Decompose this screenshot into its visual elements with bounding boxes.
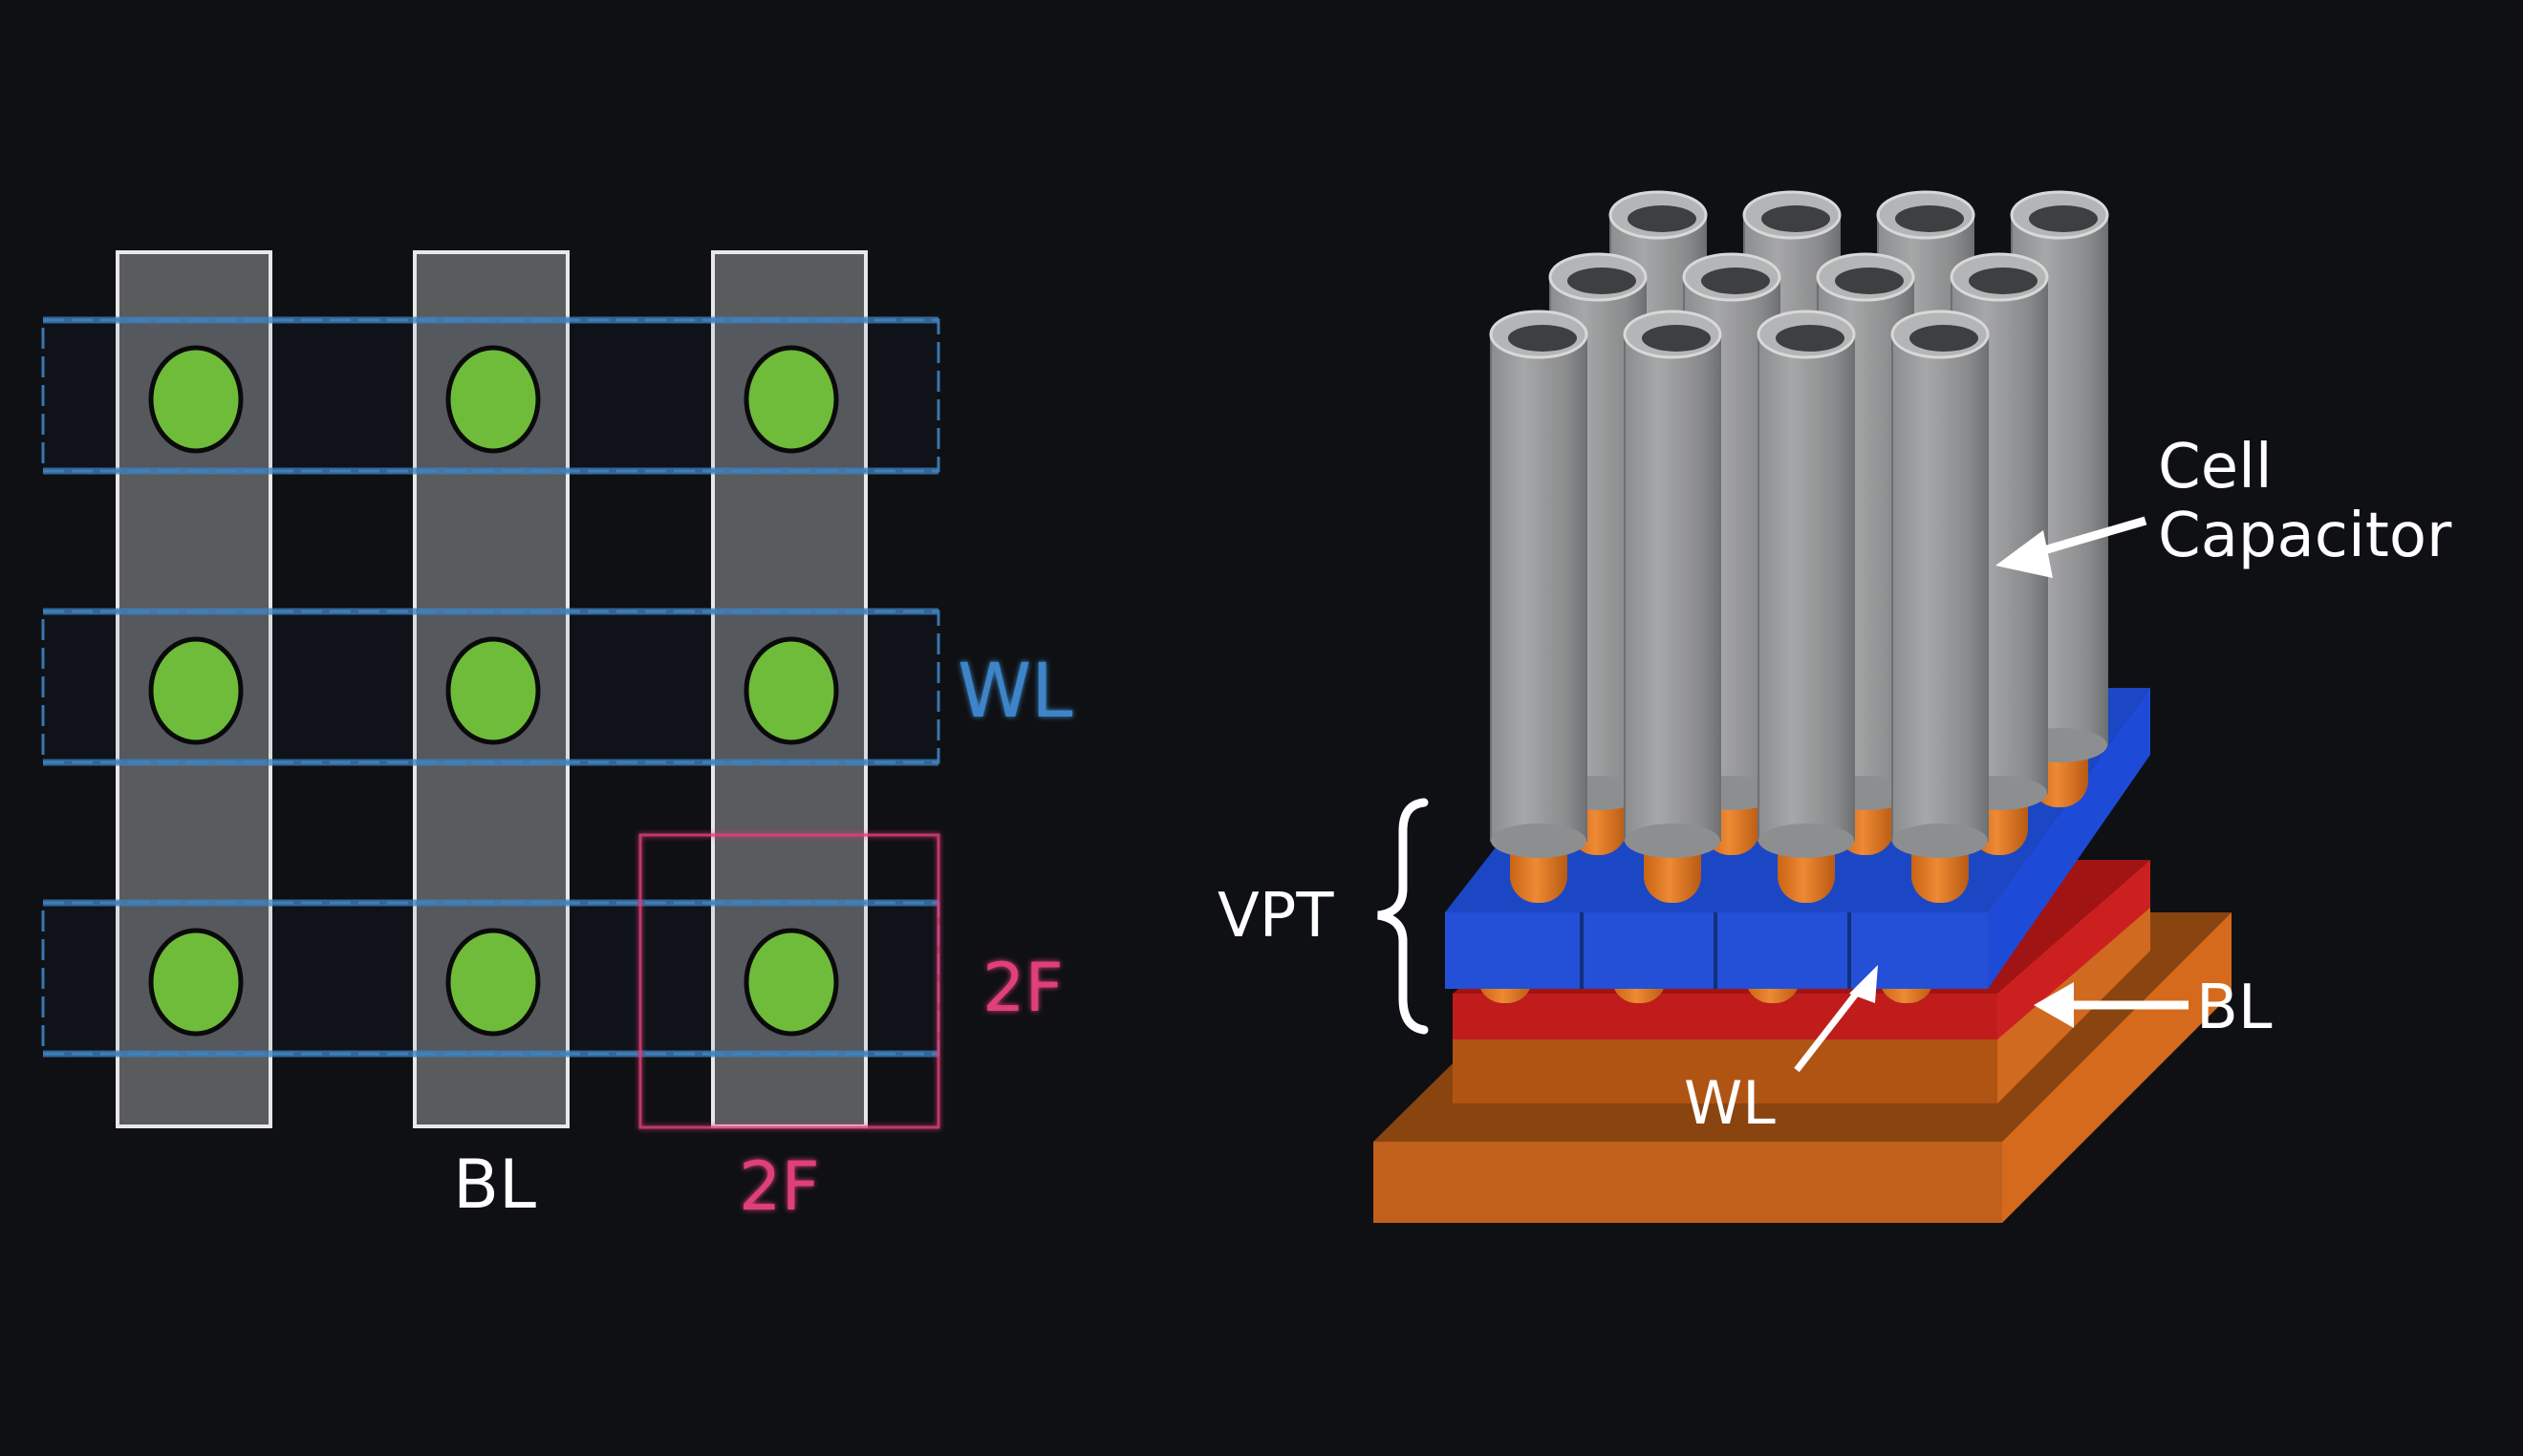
bitline-3d-label: BL	[2196, 973, 2273, 1043]
cell-dot	[744, 636, 839, 745]
cell-capacitor-label-line1: Cell	[2158, 432, 2273, 503]
perspective-view: Cell Capacitor VPT WL BL	[1218, 190, 2452, 1223]
cell-capacitor-arrow	[1995, 516, 2147, 578]
cell-dot	[148, 636, 244, 745]
bitline-3d-arrow	[2034, 982, 2189, 1028]
cell-dot	[148, 345, 244, 454]
cell-dot	[148, 928, 244, 1037]
dimension-label-horizontal: 2F	[739, 1147, 820, 1226]
cell-dot	[445, 928, 541, 1037]
cell-dot	[744, 345, 839, 454]
cell-area-box	[638, 833, 940, 1129]
cell-dot	[445, 636, 541, 745]
dimension-box-2f	[638, 833, 940, 1129]
plan-view: WL BL 2F 2F	[41, 250, 1073, 1226]
cell-capacitor	[1489, 310, 1588, 903]
cell-dot	[744, 928, 839, 1037]
wordline-3d-label: WL	[1684, 1068, 1776, 1138]
cell-capacitor	[1623, 310, 1722, 903]
cell-capacitor	[1890, 310, 1990, 903]
cell-capacitor-label-line2: Capacitor	[2158, 501, 2452, 571]
cell-dot	[445, 345, 541, 454]
dimension-label-vertical: 2F	[982, 949, 1064, 1027]
bitline-label: BL	[453, 1146, 536, 1224]
vpt-brace-icon	[1377, 798, 1429, 1035]
cell-dots	[148, 345, 839, 1037]
cell-capacitors	[1489, 190, 2109, 903]
vpt-label: VPT	[1218, 881, 1334, 952]
wordline-label: WL	[958, 649, 1073, 735]
cell-capacitor	[1757, 310, 1856, 903]
wordline-3d-arrow	[1794, 965, 1878, 1073]
